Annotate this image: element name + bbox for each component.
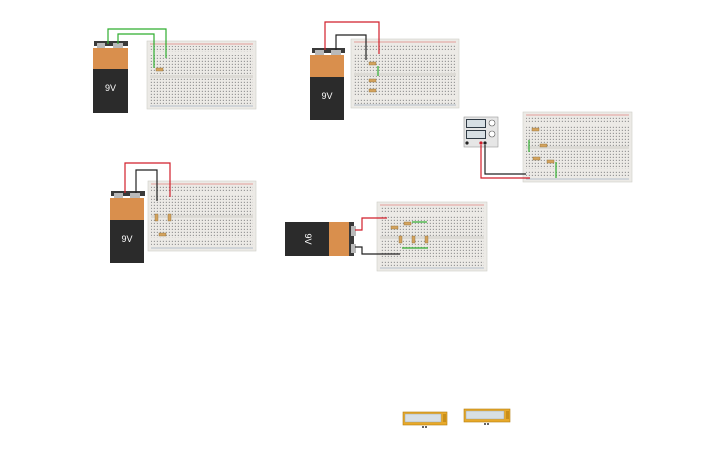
breadboard[interactable] bbox=[147, 180, 257, 252]
battery-9v[interactable]: 9V bbox=[93, 41, 128, 113]
resistor[interactable] bbox=[411, 235, 416, 244]
resistor[interactable] bbox=[390, 225, 399, 230]
breadboard[interactable] bbox=[376, 201, 488, 272]
resistor[interactable] bbox=[158, 232, 167, 237]
wire-red[interactable] bbox=[124, 162, 171, 197]
circuit-2[interactable]: 9V bbox=[310, 21, 460, 120]
resistor[interactable] bbox=[546, 159, 555, 164]
circuit-4[interactable]: 9V bbox=[110, 162, 257, 263]
battery-label: 9V bbox=[121, 234, 132, 244]
battery-9v[interactable]: 9V bbox=[110, 191, 145, 263]
wire-red[interactable] bbox=[324, 21, 380, 54]
resistor[interactable] bbox=[368, 78, 377, 83]
wire-black[interactable] bbox=[484, 145, 526, 175]
circuit-3[interactable] bbox=[463, 111, 633, 183]
wire-red[interactable] bbox=[480, 145, 530, 179]
wire-green[interactable] bbox=[117, 33, 155, 68]
lcd-module-1[interactable] bbox=[402, 411, 448, 428]
wire-black[interactable] bbox=[355, 246, 400, 255]
circuit-1[interactable]: 9V bbox=[93, 28, 257, 113]
breadboard[interactable] bbox=[146, 40, 257, 110]
wire-black[interactable] bbox=[135, 169, 158, 201]
battery-label: 9V bbox=[321, 91, 332, 101]
breadboard[interactable] bbox=[350, 38, 460, 109]
battery-9v[interactable]: 9V bbox=[285, 222, 356, 256]
resistor[interactable] bbox=[154, 213, 159, 222]
battery-label: 9V bbox=[303, 233, 313, 244]
wire-green[interactable] bbox=[107, 28, 167, 58]
power-supply[interactable] bbox=[463, 116, 499, 148]
resistor[interactable] bbox=[167, 213, 172, 222]
resistor[interactable] bbox=[398, 235, 403, 244]
lcd-module-2[interactable] bbox=[463, 408, 511, 425]
resistor[interactable] bbox=[403, 221, 412, 226]
resistor[interactable] bbox=[532, 156, 541, 161]
resistor[interactable] bbox=[368, 88, 377, 93]
resistor[interactable] bbox=[531, 127, 540, 132]
resistor[interactable] bbox=[155, 67, 164, 72]
circuit-5[interactable]: 9V bbox=[285, 201, 488, 272]
resistor[interactable] bbox=[368, 61, 377, 66]
breadboard[interactable] bbox=[522, 111, 633, 183]
wire-red[interactable] bbox=[355, 217, 387, 231]
battery-9v[interactable]: 9V bbox=[310, 48, 345, 120]
resistor[interactable] bbox=[539, 143, 548, 148]
battery-label: 9V bbox=[105, 83, 116, 93]
wire-black[interactable] bbox=[335, 34, 367, 60]
resistor[interactable] bbox=[424, 235, 429, 244]
